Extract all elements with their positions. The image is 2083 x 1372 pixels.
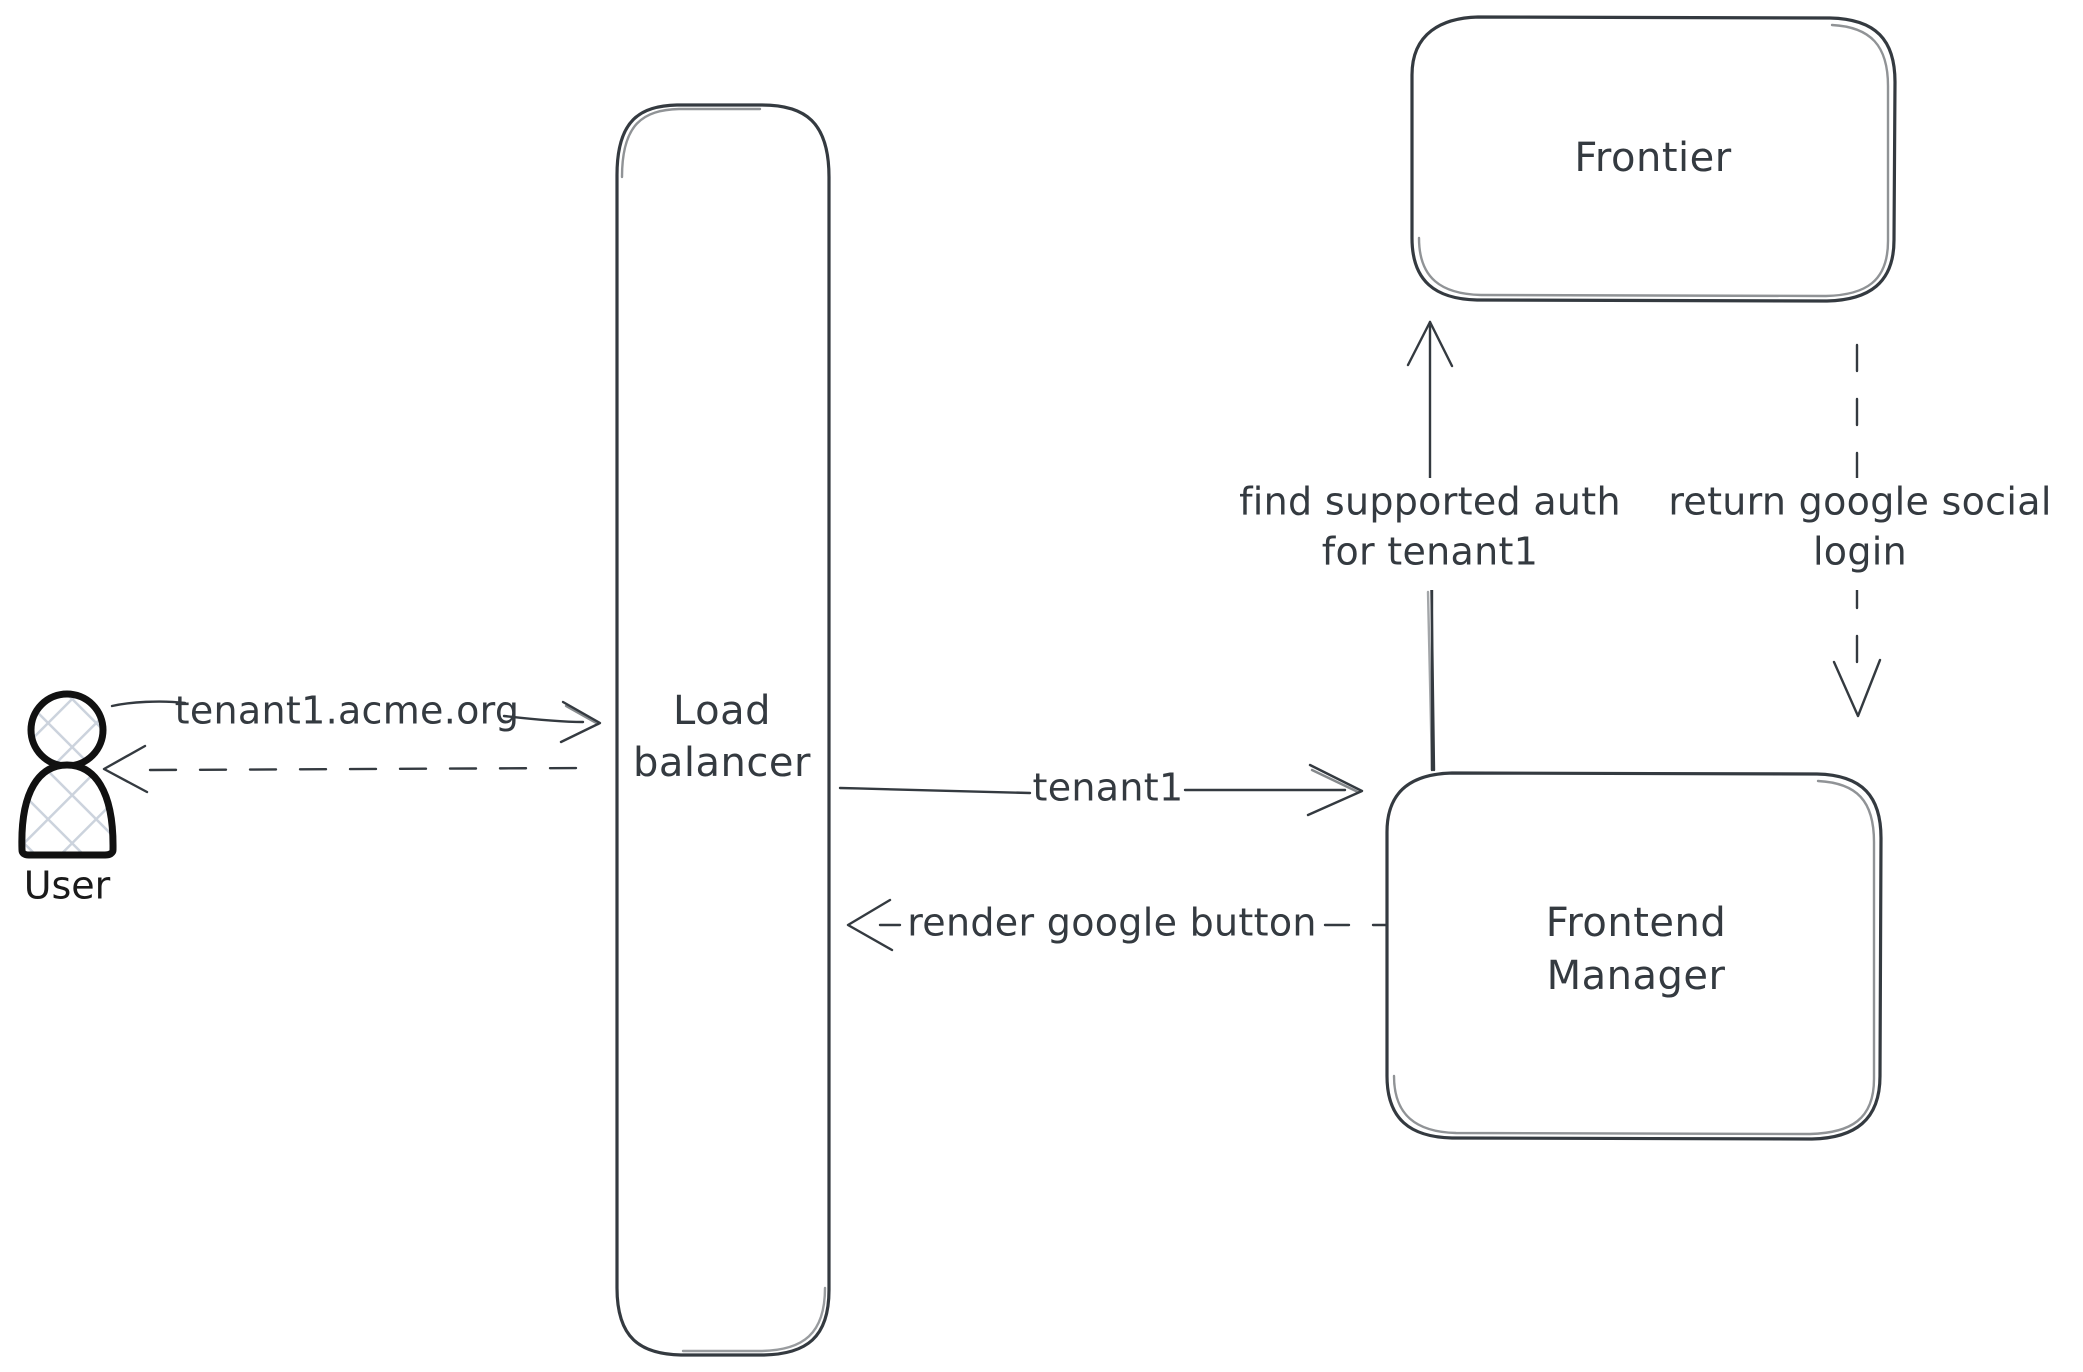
edge-user-to-load-balancer[interactable]: tenant1.acme.org	[110, 689, 602, 744]
edge-label-render-google-button: render google button	[907, 901, 1317, 945]
node-frontier[interactable]: Frontier	[1410, 15, 1897, 303]
frontier-label: Frontier	[1574, 135, 1731, 181]
edge-frontend-manager-to-frontier[interactable]: find supported auth for tenant1	[1218, 320, 1642, 772]
edge-label-find-supported-auth-line2: for tenant1	[1322, 530, 1538, 574]
edge-label-find-supported-auth-line1: find supported auth	[1239, 480, 1621, 524]
edge-frontier-to-frontend-manager[interactable]: return google social login	[1655, 343, 2073, 718]
edge-load-balancer-to-user[interactable]	[102, 744, 584, 794]
frontend-manager-label-line2: Manager	[1547, 953, 1726, 999]
edge-label-return-google-social-line2: login	[1813, 530, 1907, 574]
edge-frontend-manager-to-load-balancer[interactable]: render google button	[846, 898, 1389, 952]
node-frontend-manager[interactable]: Frontend Manager	[1385, 771, 1883, 1141]
edge-label-return-google-social-line1: return google social	[1668, 480, 2051, 524]
edge-label-tenant1: tenant1	[1033, 766, 1184, 810]
user-actor-icon	[18, 690, 117, 859]
load-balancer-label-line1: Load	[673, 688, 771, 734]
edge-label-tenant1-acme-org: tenant1.acme.org	[175, 689, 520, 733]
user-label: User	[24, 864, 111, 908]
node-user[interactable]: User	[18, 690, 117, 908]
load-balancer-label-line2: balancer	[633, 740, 811, 786]
frontend-manager-label-line1: Frontend	[1546, 900, 1727, 946]
edge-load-balancer-to-frontend-manager[interactable]: tenant1	[838, 763, 1364, 817]
node-load-balancer[interactable]: Load balancer	[615, 103, 831, 1357]
